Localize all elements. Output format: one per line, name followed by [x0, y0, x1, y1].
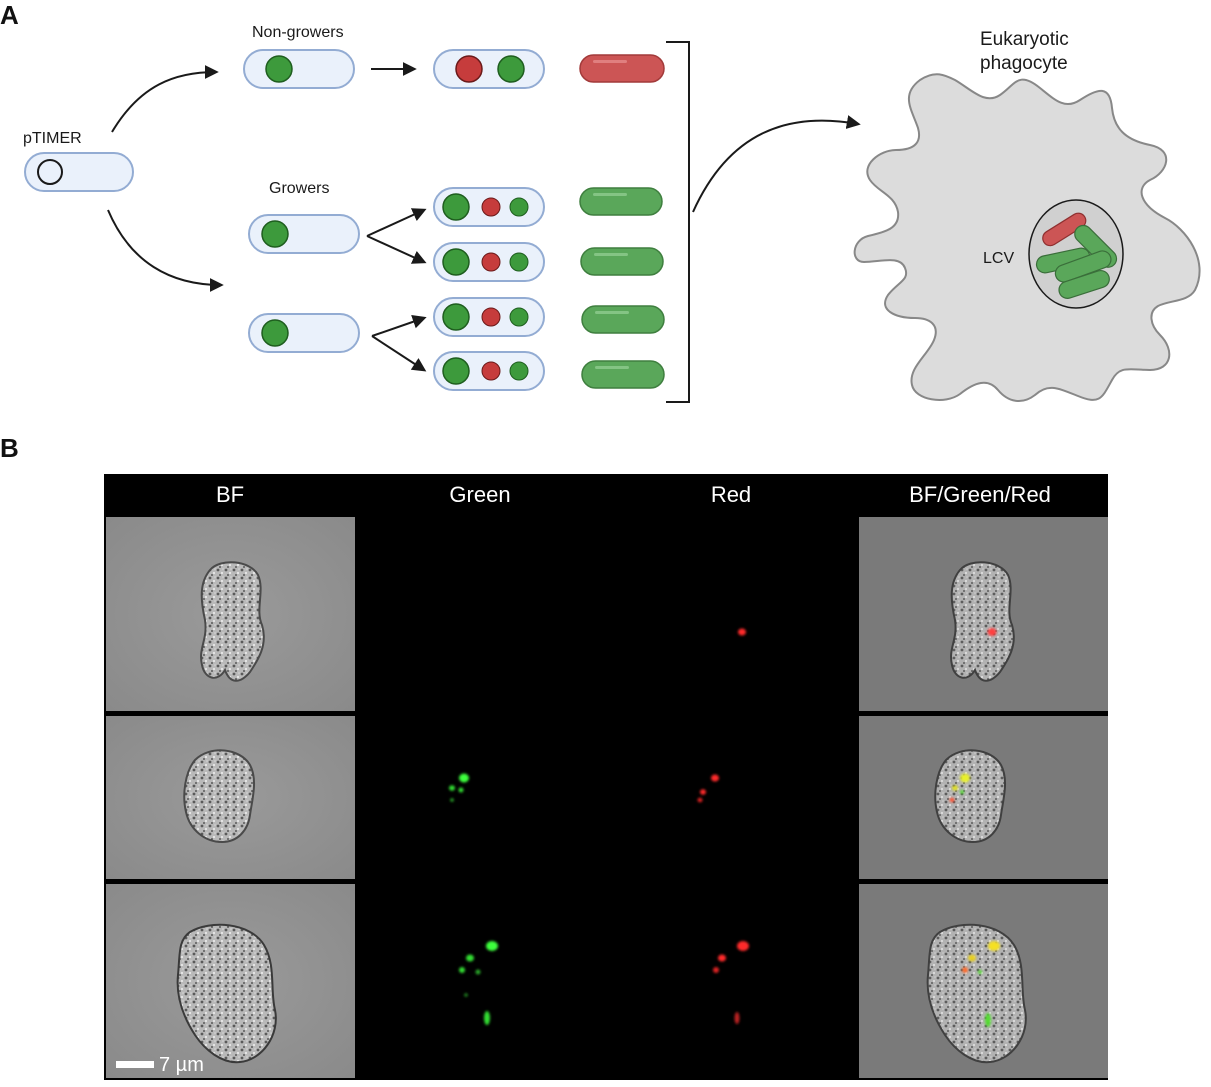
ptimer-cell — [24, 152, 134, 192]
daughter-cell — [433, 297, 545, 337]
green-rod — [581, 305, 665, 334]
green-rod — [581, 360, 665, 389]
red-tile — [608, 517, 857, 711]
arrow-to-phagocyte — [692, 115, 861, 213]
lcv-label: LCV — [983, 250, 1014, 267]
green-rod — [579, 187, 663, 216]
phagocyte-label-line1: Eukaryotic — [980, 29, 1069, 50]
red-signal — [738, 628, 746, 636]
non-grower-cell-matured — [433, 49, 545, 89]
daughter-cell — [433, 242, 545, 282]
bf-cell-image — [183, 749, 256, 844]
grouping-bracket — [666, 41, 690, 403]
lcv-bacteria — [1035, 212, 1118, 299]
growers-label: Growers — [269, 180, 329, 197]
red-signal — [713, 941, 749, 1024]
daughter-cell — [433, 351, 545, 391]
scale-bar — [116, 1061, 154, 1068]
non-grower-cell — [243, 49, 355, 89]
green-tile — [357, 517, 606, 711]
merge-cell-image — [934, 749, 1007, 844]
red-tile — [608, 716, 857, 879]
grower-cell-2 — [248, 313, 360, 353]
green-tile — [357, 884, 606, 1078]
ptimer-label: pTIMER — [23, 130, 82, 147]
arrow-to-growers — [107, 209, 224, 292]
bf-cell-image — [200, 561, 265, 682]
panel-b-letter: B — [0, 433, 19, 463]
merge-cell-image — [950, 561, 1015, 682]
grower-cell-1 — [248, 214, 360, 254]
scale-bar-label: 7 µm — [159, 1054, 204, 1076]
green-signal — [449, 773, 469, 802]
red-rod — [579, 54, 665, 83]
panel-a-letter: A — [0, 0, 19, 30]
green-tile — [357, 716, 606, 879]
channel-header-green: Green — [449, 482, 510, 507]
bf-cell-image — [176, 923, 277, 1064]
phagocyte-label-line2: phagocyte — [980, 53, 1068, 74]
division-arrow — [366, 235, 427, 264]
arrow-to-non-growers — [111, 65, 219, 133]
non-growers-label: Non-growers — [252, 24, 344, 41]
channel-header-bf: BF — [216, 482, 244, 507]
red-signal — [697, 774, 719, 803]
channel-header-merge: BF/Green/Red — [909, 482, 1051, 507]
green-signal — [459, 941, 498, 1025]
channel-header-red: Red — [711, 482, 751, 507]
phagocyte-cell — [853, 73, 1201, 402]
merge-cell-image — [926, 923, 1027, 1064]
division-arrow — [366, 208, 427, 237]
green-rod — [580, 247, 664, 276]
daughter-cell — [433, 187, 545, 227]
division-arrow — [371, 335, 427, 372]
red-tile — [608, 884, 857, 1078]
division-arrow — [371, 315, 427, 337]
